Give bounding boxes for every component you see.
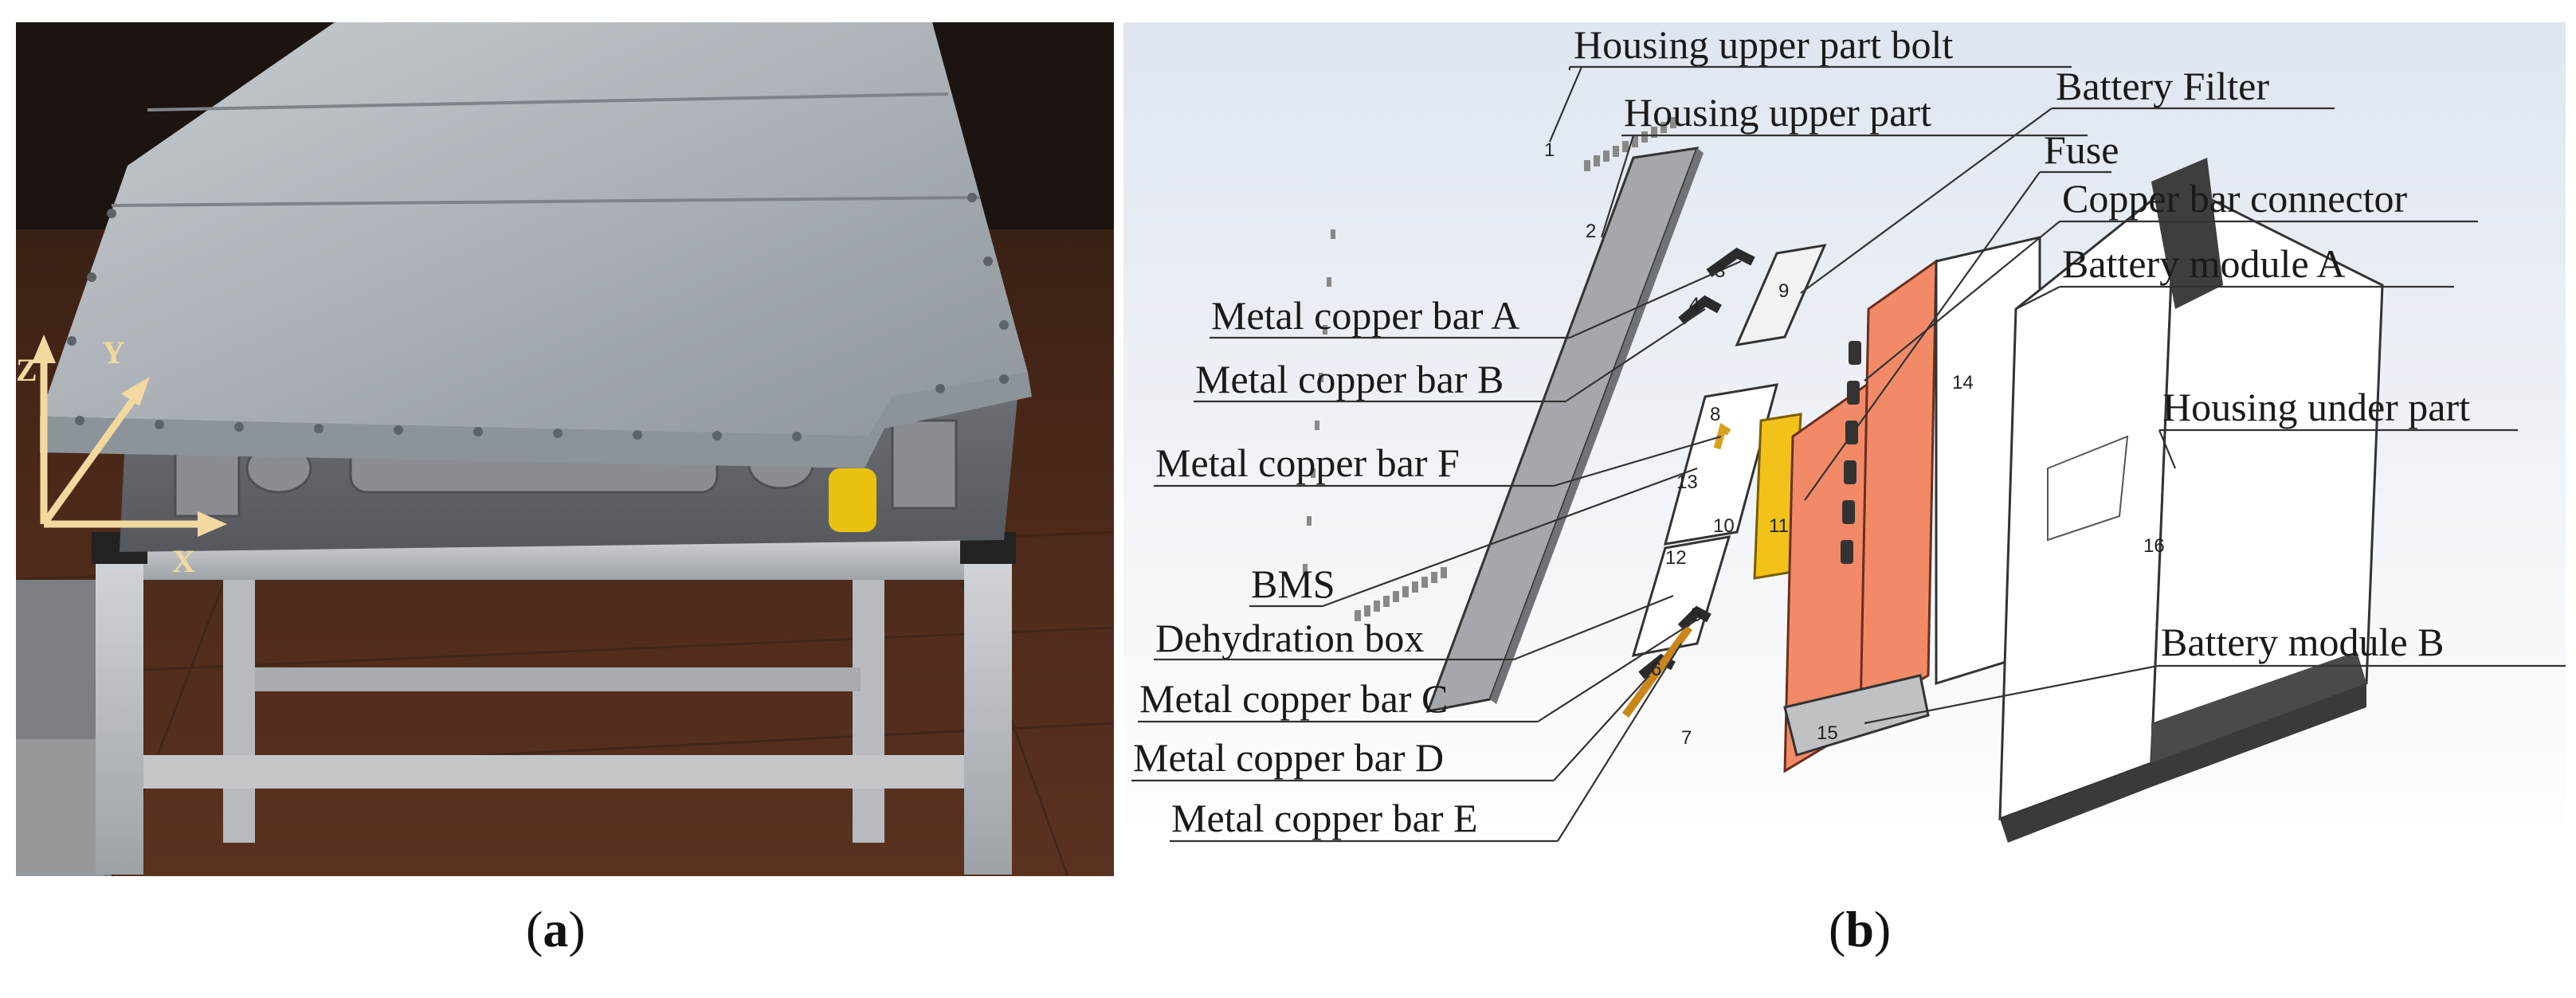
exploded-diagram: Housing upper part bolt Housing upper pa… (1123, 22, 2566, 876)
housing-under-part (1998, 158, 2384, 843)
part-number-11: 11 (1769, 515, 1789, 537)
bolts-bottom (1355, 567, 1447, 621)
label-housing-upper-part-bolt: Housing upper part bolt (1574, 22, 1953, 67)
part-number-15: 15 (1817, 722, 1838, 744)
part-numbers: 1 2 3 4 5 6 7 8 9 10 11 12 13 14 15 16 (1544, 139, 2165, 749)
label-metal-copper-bar-a: Metal copper bar A (1211, 293, 1519, 338)
axis-label-y: Y (102, 335, 125, 370)
label-battery-module-a: Battery module A (2062, 241, 2346, 286)
caption-b-letter: b (1845, 901, 1874, 957)
part-number-14: 14 (1952, 372, 1974, 393)
battery-module-plate-rear (1859, 259, 1938, 718)
part-number-9: 9 (1778, 280, 1789, 302)
aluminium-stand (92, 532, 1016, 875)
label-fuse: Fuse (2044, 127, 2119, 172)
part-number-6: 6 (1651, 659, 1661, 680)
copper-bar-a (1706, 248, 1755, 277)
axis-label-x: X (172, 543, 195, 579)
label-metal-copper-bar-f: Metal copper bar F (1155, 440, 1460, 485)
copper-bar-c (1677, 605, 1711, 632)
part-number-16: 16 (2143, 535, 2165, 557)
label-housing-upper-part: Housing upper part (1624, 90, 1931, 135)
axis-label-z: Z (16, 352, 37, 388)
label-battery-module-b: Battery module B (2161, 620, 2445, 664)
copper-bar-b (1678, 295, 1722, 325)
caption-b: (b) (1829, 901, 1892, 957)
copper-bar-e (1621, 625, 1693, 718)
label-housing-under-part: Housing under part (2162, 385, 2470, 429)
label-metal-copper-bar-d: Metal copper bar D (1133, 735, 1444, 780)
part-number-13: 13 (1676, 472, 1698, 493)
panel-a-photo: Z Y X (16, 22, 1114, 876)
coordinate-axes (32, 335, 227, 537)
part-number-1: 1 (1544, 139, 1555, 161)
part-number-10: 10 (1713, 515, 1735, 537)
label-metal-copper-bar-e: Metal copper bar E (1171, 796, 1478, 840)
caption-a-letter: a (543, 901, 569, 957)
battery-filter (1735, 244, 1827, 346)
bms-plate (1663, 383, 1779, 546)
part-number-8: 8 (1710, 404, 1720, 425)
battery-module-b (1783, 674, 1930, 757)
housing-lid (40, 22, 1032, 468)
copper-bar-connector-chain (1841, 341, 1861, 564)
dehydration-box (1631, 535, 1731, 657)
battery-pack-photo: Z Y X (16, 22, 1114, 876)
part-number-4: 4 (1689, 294, 1700, 315)
bolts-top (1584, 117, 1676, 171)
bolts-left (1303, 229, 1335, 573)
yellow-connector (829, 468, 876, 532)
label-battery-filter: Battery Filter (2056, 64, 2269, 108)
part-number-3: 3 (1715, 260, 1725, 282)
part-number-5: 5 (1691, 605, 1701, 626)
caption-a: (a) (526, 901, 586, 957)
label-copper-bar-connector: Copper bar connector (2062, 176, 2408, 221)
panel-b-exploded-view: Housing upper part bolt Housing upper pa… (1123, 22, 2566, 876)
label-metal-copper-bar-c: Metal copper bar C (1139, 676, 1448, 721)
label-metal-copper-bar-b: Metal copper bar B (1195, 357, 1504, 401)
leader-lines (1131, 65, 2566, 843)
label-dehydration-box: Dehydration box (1155, 616, 1424, 660)
label-bms: BMS (1251, 562, 1335, 606)
part-number-7: 7 (1681, 727, 1692, 749)
copper-bar-f (1713, 422, 1731, 450)
part-number-2: 2 (1586, 221, 1596, 242)
part-number-12: 12 (1665, 547, 1687, 569)
